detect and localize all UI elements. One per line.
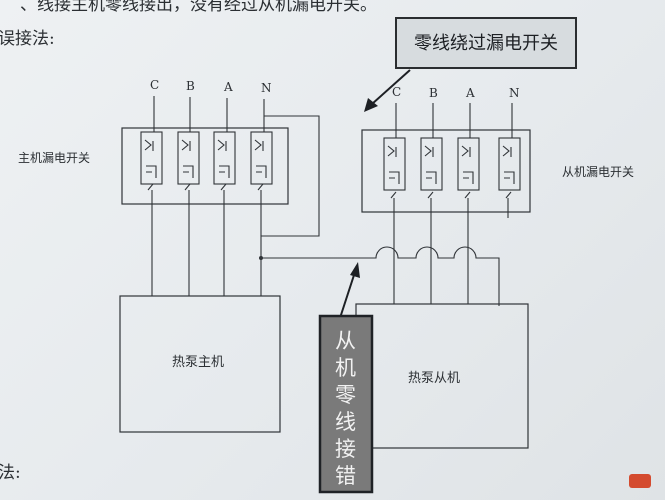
callout-wrong-char: 接 (335, 437, 356, 461)
crossover-neutral-wire (356, 246, 500, 306)
callout-wrong-arrow (339, 262, 360, 319)
slave-breaker-label: 从机漏电开关 (562, 165, 634, 179)
slave-phase-n: N (509, 86, 520, 100)
callout-wrong-char: 从 (335, 329, 356, 353)
callout-wrong-char: 零 (335, 383, 356, 407)
callout-wrong-text: 从 机 零 线 接 错 (335, 329, 356, 488)
callout-wrong-box (318, 314, 374, 494)
app-watermark-logo (629, 474, 651, 488)
slave-phase-b: B (429, 86, 438, 100)
callout-wrong-char: 机 (335, 356, 356, 380)
callout-bypass-arrow (364, 69, 411, 112)
main-phase-b: B (186, 79, 195, 93)
callout-wrong-char: 线 (335, 410, 356, 434)
main-phase-c: C (150, 78, 159, 92)
main-phase-a: A (223, 80, 233, 94)
slave-breaker-box (361, 129, 531, 213)
neutral-junction-dot (259, 256, 263, 260)
bottom-method-label: 法: (0, 463, 21, 483)
slave-breaker-poles (383, 103, 521, 304)
neutral-wire-main (260, 115, 356, 296)
main-breaker-box (121, 127, 289, 205)
slave-unit-label: 热泵从机 (408, 371, 460, 386)
main-phase-n: N (261, 81, 272, 95)
main-unit-label: 热泵主机 (172, 355, 224, 370)
header-top-line: 、线接主机零线接出，没有经过从机漏电开关。 (20, 0, 377, 15)
main-breaker-label: 主机漏电开关 (18, 151, 90, 165)
slave-phase-c: C (392, 85, 401, 99)
callout-wrong-char: 错 (335, 464, 356, 488)
main-breaker-poles (140, 96, 273, 296)
main-unit-box (119, 295, 281, 433)
callout-bypass-box (395, 17, 577, 69)
wrong-method-label: 误接法: (0, 29, 55, 49)
slave-phase-a: A (465, 86, 475, 100)
callout-bypass-text: 零线绕过漏电开关 (414, 33, 558, 54)
